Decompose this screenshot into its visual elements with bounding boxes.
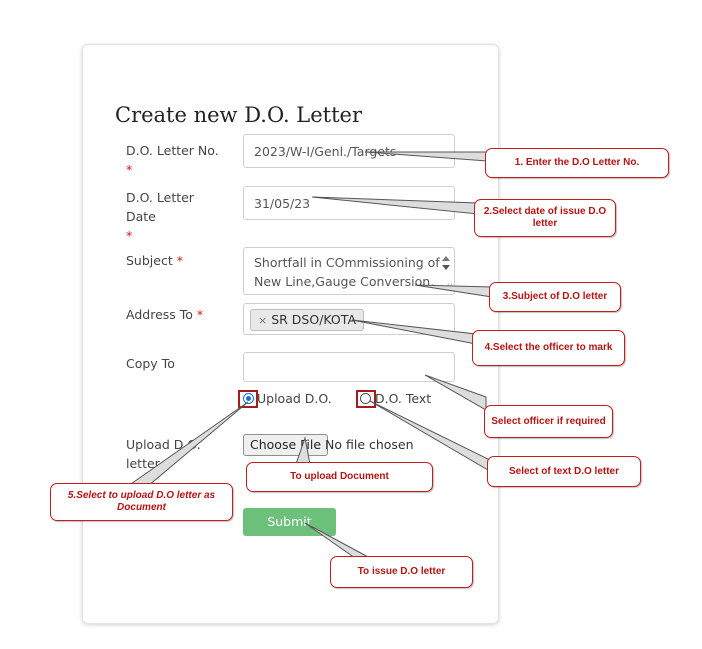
callout-upload-do: 5.Select to upload D.O letter as Documen… bbox=[50, 483, 233, 521]
copy-to-label: Copy To bbox=[126, 356, 175, 371]
file-status: No file chosen bbox=[325, 437, 414, 452]
address-to-select[interactable]: ×SR DSO/KOTA bbox=[243, 303, 455, 335]
subject-label: Subject * bbox=[126, 253, 183, 268]
callout-upload-document: To upload Document bbox=[246, 462, 433, 492]
textarea-scrollbar[interactable] bbox=[441, 252, 451, 286]
chip-remove-icon[interactable]: × bbox=[258, 314, 268, 327]
letter-no-input[interactable]: 2023/W-I/Genl./Targets bbox=[243, 134, 455, 168]
callout-copy-to: Select officer if required bbox=[484, 405, 613, 438]
upload-radio-highlight bbox=[238, 390, 258, 408]
upload-do-radio[interactable] bbox=[243, 393, 254, 404]
callout-letter-date: 2.Select date of issue D.O letter bbox=[474, 199, 616, 237]
callout-subject: 3.Subject of D.O letter bbox=[489, 282, 621, 312]
page-title: Create new D.O. Letter bbox=[115, 103, 363, 127]
callout-do-text: Select of text D.O letter bbox=[487, 456, 641, 487]
choose-file-button[interactable]: Choose File bbox=[243, 434, 329, 456]
subject-textarea[interactable]: Shortfall in COmmissioning of New Line,G… bbox=[243, 247, 455, 295]
copy-to-select[interactable] bbox=[243, 352, 455, 382]
do-text-radio-label: D.O. Text bbox=[375, 391, 432, 406]
callout-address-to: 4.Select the officer to mark bbox=[472, 330, 625, 366]
upload-do-radio-label: Upload D.O. bbox=[257, 391, 332, 406]
callout-letter-no: 1. Enter the D.O Letter No. bbox=[485, 148, 669, 178]
text-radio-highlight bbox=[356, 390, 376, 408]
address-chip: ×SR DSO/KOTA bbox=[250, 309, 364, 331]
address-to-label: Address To * bbox=[126, 307, 204, 322]
callout-submit: To issue D.O letter bbox=[330, 556, 473, 588]
letter-no-label: D.O. Letter No.* bbox=[126, 143, 219, 177]
do-text-radio[interactable] bbox=[360, 393, 371, 404]
